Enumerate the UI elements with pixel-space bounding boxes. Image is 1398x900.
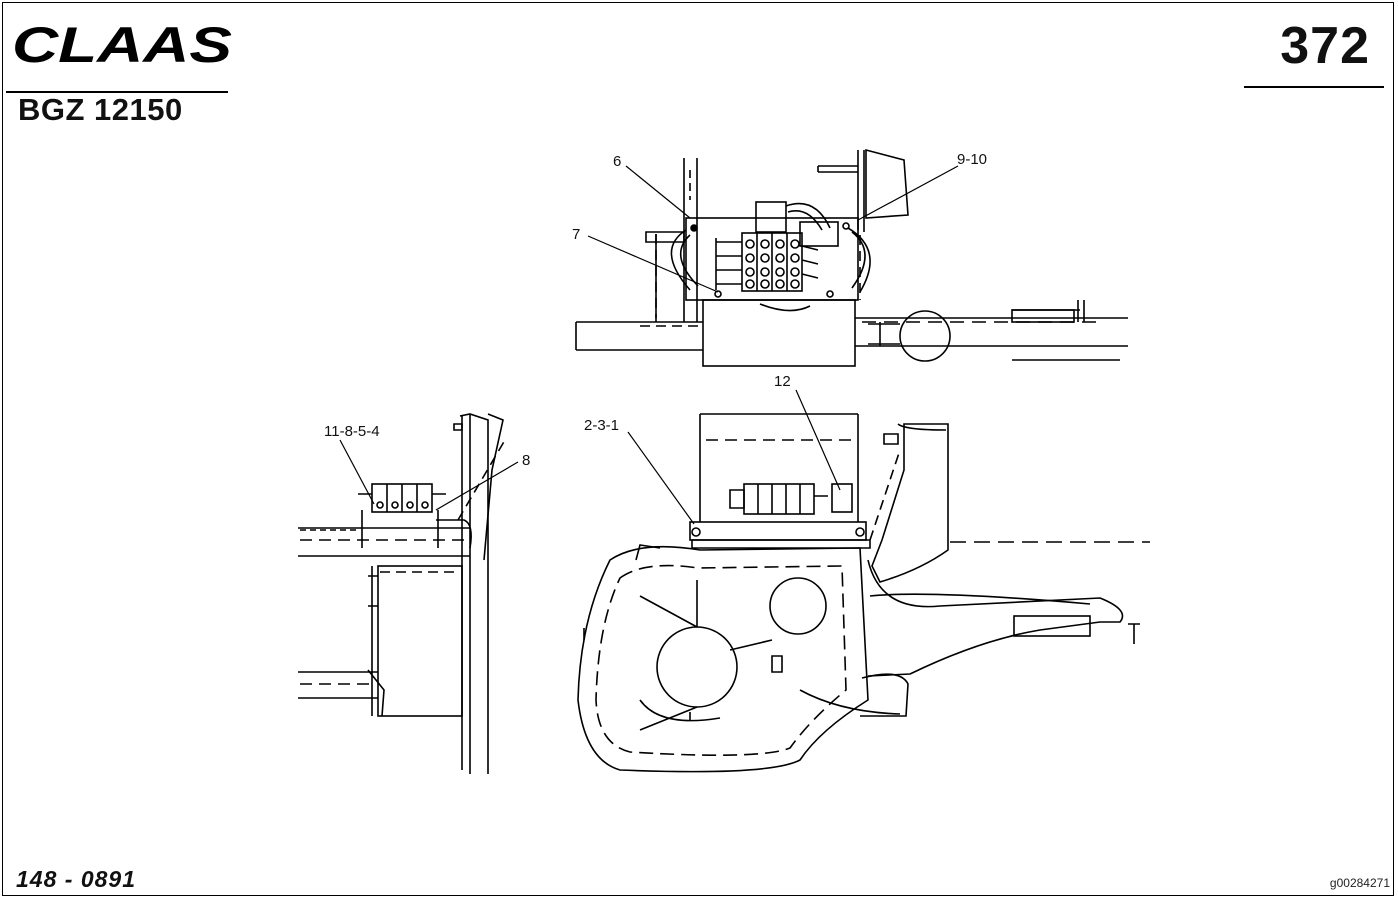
callout-7: 7 [572,226,580,243]
brand-logo-text: CLAAS [12,24,232,66]
callout-2-3-1: 2-3-1 [584,417,619,434]
header-rule-right [1244,86,1384,88]
claas-logo: CLAAS [12,24,232,66]
callout-9-10: 9-10 [957,151,987,168]
image-id: g00284271 [1329,876,1390,890]
callout-12: 12 [774,373,791,390]
drawing-code: 148 - 0891 [16,866,136,892]
top-view [575,148,1128,367]
part-reference: BGZ 12150 [18,92,183,127]
callout-6: 6 [613,153,621,170]
front-view [577,413,1150,773]
callout-8: 8 [522,452,530,469]
page-number: 372 [1280,17,1370,75]
side-view [298,413,506,774]
header-rule-left [6,91,228,93]
callout-11-8-5-4: 11-8-5-4 [324,423,380,440]
callout-leaders [339,165,959,525]
